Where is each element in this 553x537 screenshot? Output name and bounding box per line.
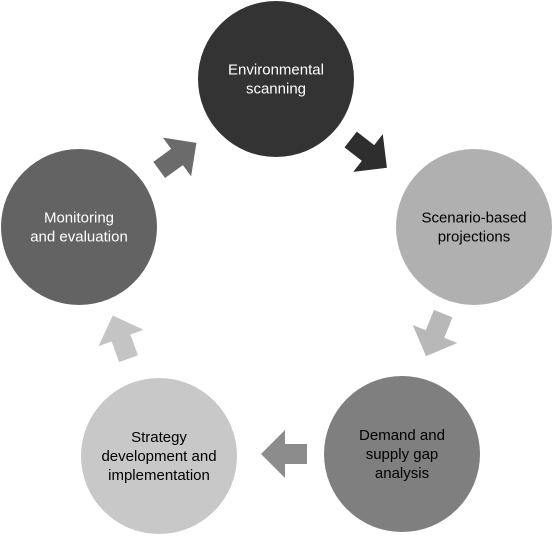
node-label-line: Environmental — [228, 62, 324, 79]
node-circle-demand-supply-gap — [324, 376, 480, 532]
node-environmental-scanning: Environmental scanning — [198, 1, 354, 157]
node-label-line: analysis — [375, 465, 429, 482]
node-label-line: Demand and — [359, 427, 445, 444]
node-label-strategy-development: Strategy development and implementation — [101, 429, 216, 484]
node-label-line: implementation — [108, 467, 210, 484]
node-label-monitoring-evaluation: Monitoring and evaluation — [30, 210, 128, 246]
node-strategy-development: Strategy development and implementation — [81, 378, 237, 534]
node-circle-strategy-development — [81, 378, 237, 534]
node-label-line: Scenario-based — [421, 210, 526, 227]
arrow-strategy-development-to-monitoring-evaluation — [98, 315, 144, 363]
node-scenario-projections: Scenario-based projections — [396, 149, 552, 305]
node-demand-supply-gap: Demand and supply gap analysis — [324, 376, 480, 532]
arrow-scenario-projections-to-demand-supply-gap — [412, 309, 458, 357]
arrow-environmental-scanning-to-scenario-projections — [344, 131, 387, 172]
node-label-line: Monitoring — [44, 210, 114, 227]
arrow-demand-supply-gap-to-strategy-development — [261, 430, 307, 478]
node-label-scenario-projections: Scenario-based projections — [421, 210, 526, 246]
node-monitoring-evaluation: Monitoring and evaluation — [1, 149, 157, 305]
node-label-environmental-scanning: Environmental scanning — [228, 62, 324, 98]
node-label-line: development and — [101, 448, 216, 465]
node-label-line: Strategy — [131, 429, 187, 446]
node-circle-scenario-projections — [396, 149, 552, 305]
arrows-layer — [98, 131, 458, 478]
node-label-line: scanning — [246, 81, 306, 98]
node-label-line: projections — [438, 229, 511, 246]
node-circle-monitoring-evaluation — [1, 149, 157, 305]
node-label-line: supply gap — [366, 446, 439, 463]
node-label-line: and evaluation — [30, 229, 128, 246]
node-circle-environmental-scanning — [198, 1, 354, 157]
node-label-demand-supply-gap: Demand and supply gap analysis — [359, 427, 445, 482]
arrow-monitoring-evaluation-to-environmental-scanning — [153, 137, 197, 179]
